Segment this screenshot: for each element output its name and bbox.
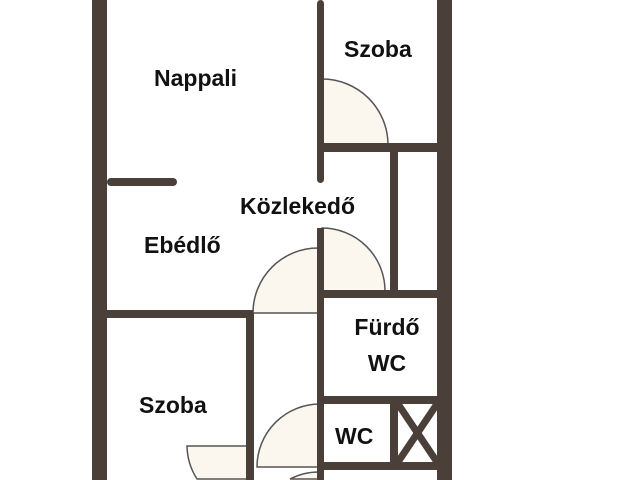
wall-nappali-stub	[107, 178, 177, 186]
door-wc-hall	[256, 403, 321, 468]
room-label-furdo: Fürdő	[354, 314, 420, 340]
room-label-szoba-top: Szoba	[344, 36, 412, 62]
wall-right	[437, 0, 452, 480]
wall-furdo-top	[320, 290, 437, 298]
wall-ebedlo-bottom	[107, 310, 253, 318]
door-ebedlo	[252, 247, 319, 314]
doors	[186, 78, 389, 480]
door-szoba-bottom	[186, 445, 251, 480]
wall-center-top	[317, 0, 324, 183]
shaft-x-icon	[395, 402, 440, 464]
wall-shaft	[390, 150, 398, 296]
room-label-furdo-wc: WC	[367, 350, 407, 376]
wall-szoba-bottom	[320, 143, 437, 152]
wall-left	[92, 0, 107, 480]
walls	[92, 0, 452, 480]
room-label-wc: WC	[335, 423, 374, 449]
wall-wc-bottom	[320, 462, 437, 470]
wall-wc-right	[390, 400, 398, 466]
room-label-nappali: Nappali	[154, 65, 238, 91]
door-kozlekedo	[321, 227, 386, 292]
room-label-szoba-bottom: Szoba	[139, 392, 207, 418]
wall-center-bottom	[317, 228, 324, 480]
door-bottom	[289, 471, 321, 480]
room-label-ebedlo: Ebédlő	[144, 232, 221, 258]
wall-hall-left	[246, 313, 254, 480]
wall-furdo-bottom	[320, 396, 437, 404]
room-label-kozlekedo: Közlekedő	[240, 193, 356, 219]
door-szoba-top	[321, 78, 389, 146]
